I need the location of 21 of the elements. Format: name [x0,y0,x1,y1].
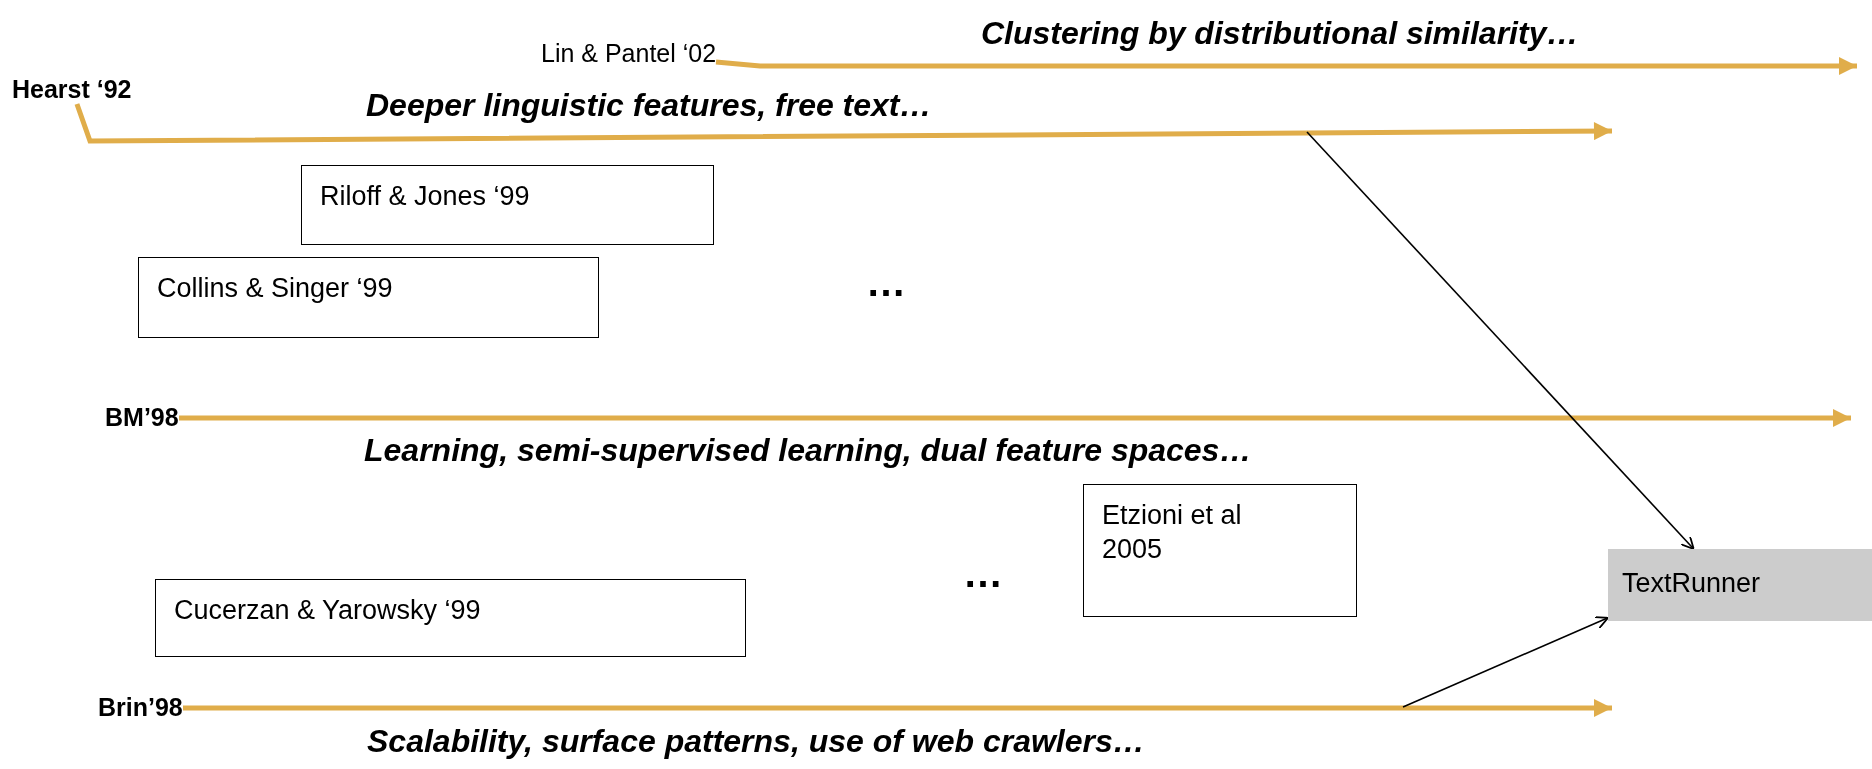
system-box: TextRunner [1608,549,1872,621]
reference-box: Collins & Singer ‘99 [138,257,599,338]
timeline-arrow [715,57,1857,75]
timeline-arrow [74,103,1612,144]
reference-box: Etzioni et al 2005 [1083,484,1357,617]
theme-label: Learning, semi-supervised learning, dual feature spaces… [364,433,1252,469]
timeline-label: BM’98 [105,404,179,432]
ellipsis-label: … [866,262,906,302]
timeline-arrow [179,409,1851,427]
timeline-label: Hearst ‘92 [12,76,132,104]
reference-box: Riloff & Jones ‘99 [301,165,714,245]
timeline-label: Brin’98 [98,694,183,722]
timeline-arrow [183,699,1612,717]
arrow [1306,131,1695,550]
timeline-label: Lin & Pantel ‘02 [541,40,717,68]
arrow [1402,616,1609,708]
theme-label: Scalability, surface patterns, use of web crawlers… [367,724,1145,760]
reference-box: Cucerzan & Yarowsky ‘99 [155,579,746,657]
theme-label: Clustering by distributional similarity… [981,16,1579,52]
ellipsis-label: … [963,553,1003,593]
theme-label: Deeper linguistic features, free text… [366,88,932,124]
